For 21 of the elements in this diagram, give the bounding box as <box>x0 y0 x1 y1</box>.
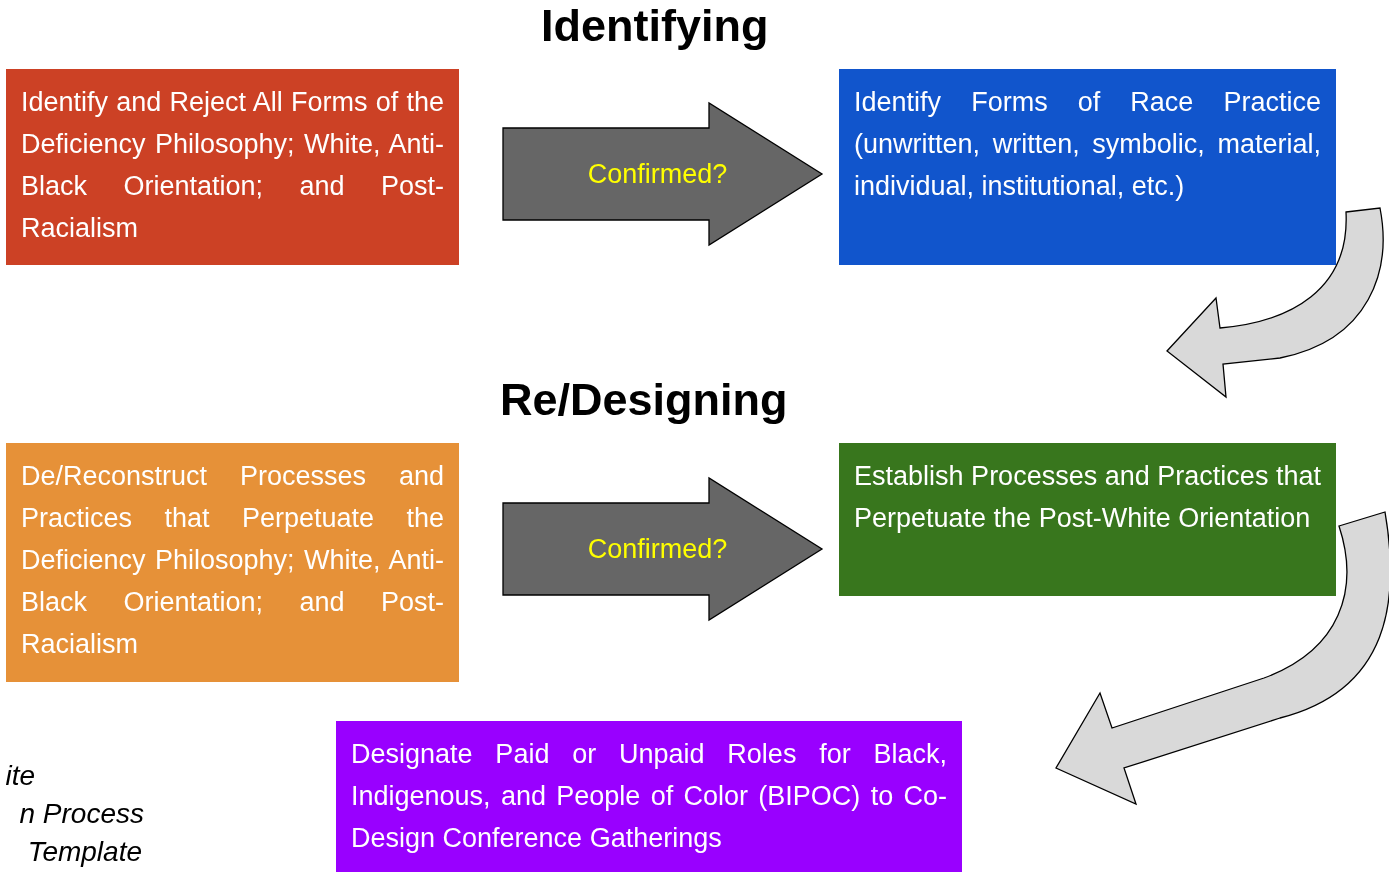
process-box <box>839 443 1336 596</box>
curved-arrow <box>1166 207 1384 398</box>
box-text: Establish Processes and Practices that Perpetuate the Post-White Orientation <box>854 460 1321 535</box>
curved-arrow <box>1055 511 1389 805</box>
heading: Re/Designing <box>500 374 788 426</box>
box-text: De/Reconstruct Processes and Practices that Perpetuate the Deficiency Philosophy; White, Anti-Black Orientation; and Post-Racialism <box>21 460 444 661</box>
box-text: Identify Forms of Race Practice (unwritten, written, symbolic, material, individual, institutional, etc.) <box>854 86 1321 203</box>
block-arrow <box>502 476 824 622</box>
process-box <box>839 69 1336 265</box>
note-text: Template <box>27 836 142 868</box>
process-box <box>6 443 459 682</box>
box-text: Designate Paid or Unpaid Roles for Black, Indigenous, and People of Color (BIPOC) to Co-Design Conference Gatherings <box>351 738 947 855</box>
process-box <box>6 69 459 265</box>
edge-label: Confirmed? <box>587 158 728 190</box>
heading: Identifying <box>541 0 769 52</box>
block-arrow <box>502 101 824 247</box>
note-text: n Process <box>19 798 144 830</box>
note-text: ite <box>5 760 35 792</box>
box-text: Identify and Reject All Forms of the Deficiency Philosophy; White, Anti-Black Orientation; and Post-Racialism <box>21 86 444 245</box>
edge-label: Confirmed? <box>587 533 728 565</box>
process-box <box>336 721 962 872</box>
